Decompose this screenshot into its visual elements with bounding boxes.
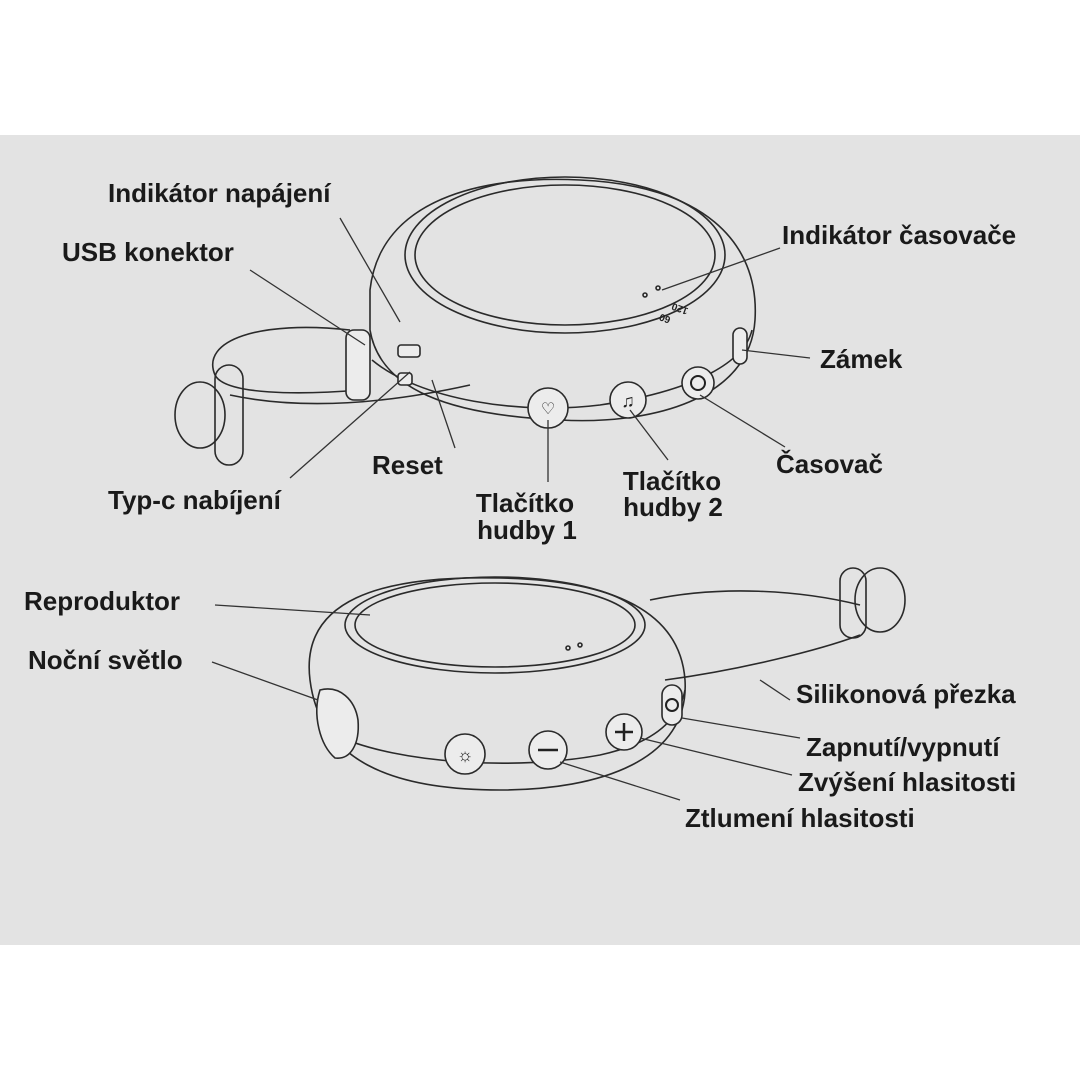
label-typec-charging: Typ-c nabíjení (108, 485, 282, 515)
label-music-1-line2: hudby 1 (477, 515, 577, 545)
label-music-2-line2: hudby 2 (623, 492, 723, 522)
label-power-toggle: Zapnutí/vypnutí (806, 732, 1000, 762)
night-light[interactable] (316, 688, 360, 759)
clock-icon (690, 375, 706, 391)
label-volume-up: Zvýšení hlasitosti (798, 767, 1016, 797)
sun-icon: ☼ (457, 745, 474, 765)
label-timer: Časovač (776, 449, 883, 479)
label-timer-indicator: Indikátor časovače (782, 220, 1016, 250)
label-power-indicator: Indikátor napájení (108, 178, 331, 208)
bottom-strap (649, 590, 861, 606)
timer-mark-60: 60 (658, 310, 673, 324)
label-speaker: Reproduktor (24, 586, 180, 616)
label-reset: Reset (372, 450, 443, 480)
top-body (369, 178, 757, 422)
photo-background (0, 135, 1080, 945)
reset-hole (397, 372, 413, 386)
speaker-lid (344, 576, 646, 674)
usb-connector (345, 329, 371, 401)
music-note-icon: ♫ (621, 391, 635, 411)
label-silicone-buckle: Silikonová přezka (796, 679, 1016, 709)
label-music-1-line1: Tlačítko (476, 488, 574, 518)
typec-port (397, 344, 421, 358)
timer-button[interactable] (681, 366, 715, 400)
top-lid (404, 176, 726, 334)
bottom-strap-knob (854, 567, 906, 633)
lock-switch[interactable] (732, 327, 748, 365)
bottom-body (308, 576, 686, 791)
top-strap-knob (174, 381, 226, 449)
light-button[interactable] (444, 733, 486, 775)
label-night-light: Noční světlo (28, 645, 183, 675)
bottom-device: ☼ (308, 567, 906, 791)
label-volume-down: Ztlumení hlasitosti (685, 803, 915, 833)
heart-icon: ♡ (541, 401, 555, 418)
label-lock: Zámek (820, 344, 903, 374)
power-icon (665, 698, 679, 712)
plus-icon (615, 723, 633, 741)
music-button-2[interactable] (609, 381, 647, 419)
label-usb-connector: USB konektor (62, 237, 234, 267)
label-music-2-line1: Tlačítko (623, 466, 721, 496)
power-button[interactable] (661, 684, 683, 726)
top-device: 60 120 ♡ ♫ (174, 176, 757, 466)
